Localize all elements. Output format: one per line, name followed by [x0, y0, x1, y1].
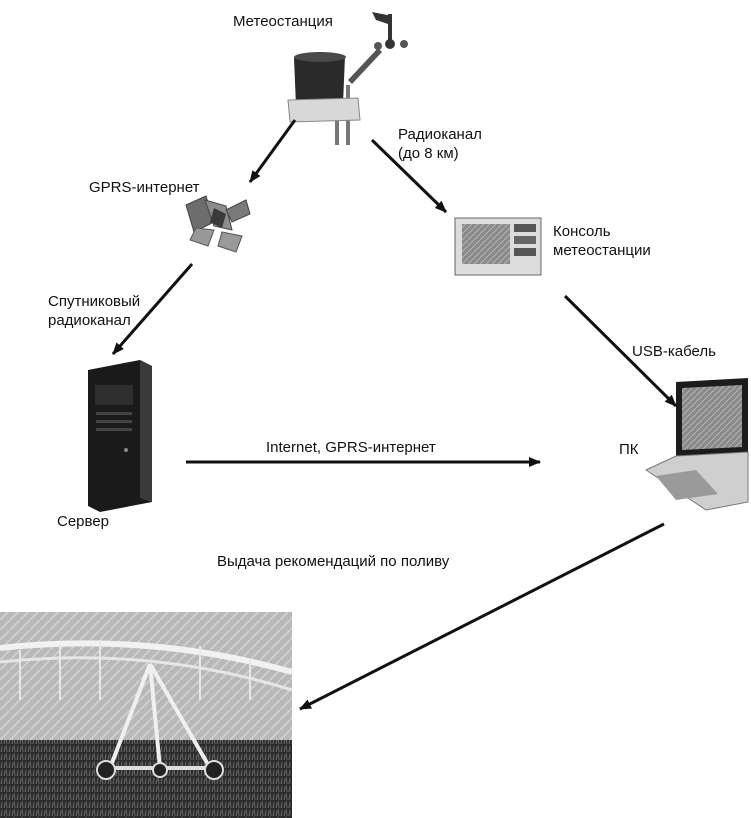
- pc-label: ПК: [619, 441, 639, 458]
- console-label-line2: метеостанции: [553, 242, 651, 259]
- recommendations-label: Выдача рекомендаций по поливу: [217, 553, 450, 570]
- arrow-station-to-console: [370, 138, 448, 214]
- arrow-gprs-to-server: [111, 263, 194, 355]
- console-icon: [454, 217, 542, 276]
- internet-label: Internet, GPRS-интернет: [266, 439, 436, 456]
- satellite-channel-label-line2: радиоканал: [48, 312, 131, 329]
- radio-channel-label-line1: Радиоканал: [398, 126, 482, 143]
- laptop-icon: [644, 378, 749, 511]
- arrow-station-to-gprs: [248, 119, 297, 183]
- usb-cable-label: USB-кабель: [632, 343, 716, 360]
- arrow-console-to-pc: [563, 294, 678, 408]
- radio-channel-label-line2: (до 8 км): [398, 145, 459, 162]
- satellite-channel-label: Спутниковый радиоканал: [48, 292, 140, 330]
- server-icon: [88, 360, 152, 512]
- irrigation-field-photo: [0, 612, 293, 818]
- weather-station-icon: [287, 12, 408, 145]
- weather-station-label: Метеостанция: [233, 13, 333, 30]
- console-label-line1: Консоль: [553, 223, 611, 240]
- gprs-label: GPRS-интернет: [89, 179, 200, 196]
- radio-channel-label: Радиоканал (до 8 км): [398, 125, 482, 163]
- satellite-channel-label-line1: Спутниковый: [48, 293, 141, 310]
- console-label: Консоль метеостанции: [553, 222, 651, 260]
- satellite-icon: [185, 195, 251, 253]
- arrow-pc-to-field: [299, 522, 665, 711]
- server-label: Сервер: [57, 513, 110, 530]
